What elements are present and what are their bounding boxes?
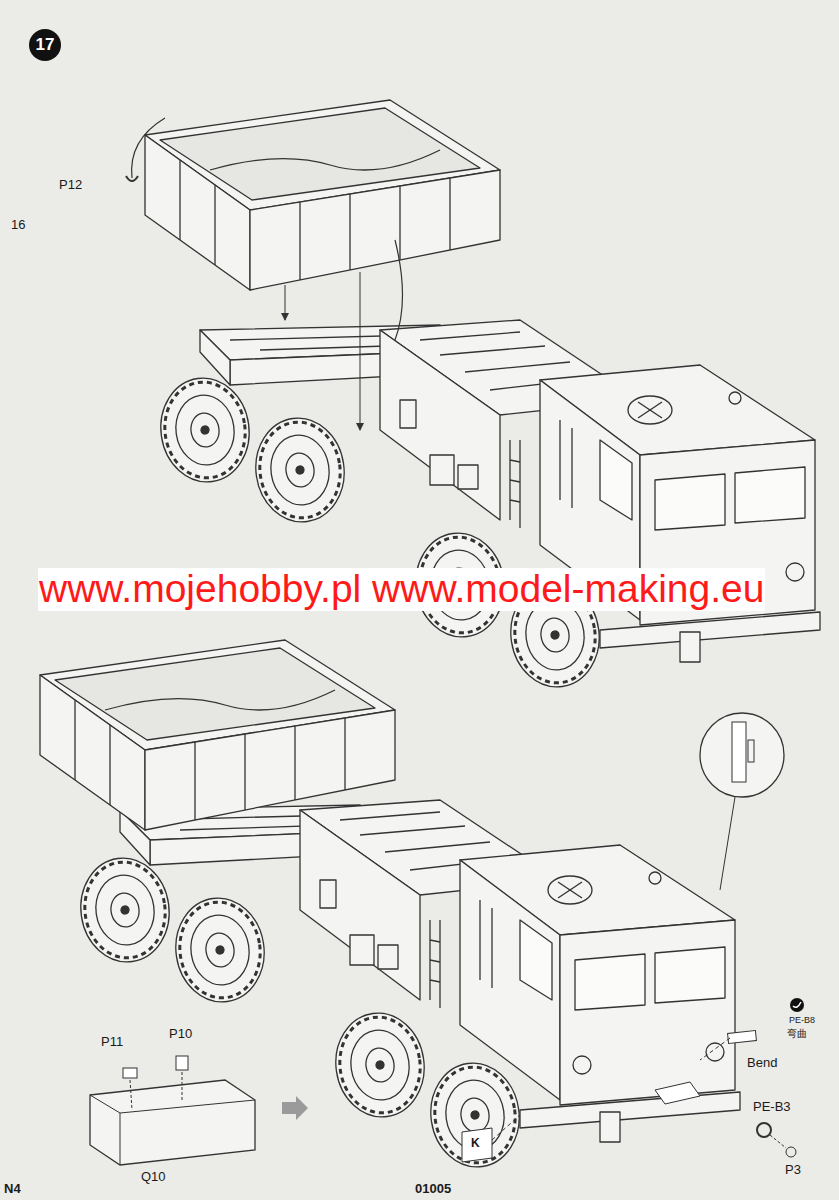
illustration-path xyxy=(395,240,403,340)
illustration-use xyxy=(40,640,395,830)
illustration-rect xyxy=(748,740,754,762)
part-number: PE-B3 xyxy=(752,1100,792,1114)
illustration-path xyxy=(126,176,138,181)
illustration-line xyxy=(492,1115,520,1140)
part-number: Q10 xyxy=(140,1170,167,1184)
part-number: P11 xyxy=(100,1035,124,1049)
page-number: 01005 xyxy=(414,1182,452,1196)
illustration-line xyxy=(120,1113,121,1165)
illustration-circle xyxy=(700,713,784,797)
kit-number: N4 xyxy=(3,1182,22,1196)
illustration-rect xyxy=(123,1068,137,1078)
illustration-polyline xyxy=(90,1095,255,1113)
illustration-circle xyxy=(786,1147,796,1157)
illustration-line xyxy=(720,797,735,890)
plate-letter: K xyxy=(470,1137,481,1150)
step-number: 17 xyxy=(36,35,55,55)
bend-note: PE-B8 xyxy=(788,1016,816,1026)
illustration-rect xyxy=(728,1031,757,1044)
illustration-use xyxy=(74,800,740,1173)
illustration-circle xyxy=(790,998,804,1012)
part-number: P12 xyxy=(58,178,83,192)
illustration-use xyxy=(145,100,500,290)
part-number: P3 xyxy=(784,1163,802,1177)
illustration-rect xyxy=(732,722,746,782)
illustration-line xyxy=(770,1135,786,1148)
illustration-path xyxy=(132,118,165,178)
part-number: 16 xyxy=(10,218,26,232)
lower-view xyxy=(40,640,804,1173)
illustration-use xyxy=(154,320,820,693)
part-number: Bend xyxy=(746,1056,778,1070)
part-number: P10 xyxy=(168,1027,193,1041)
watermark: www.mojehobby.pl www.model-making.eu xyxy=(38,568,765,611)
illustration-polygon xyxy=(282,1096,308,1120)
illustration-polygon xyxy=(462,1128,492,1162)
illustration-line xyxy=(360,272,361,430)
illustration-rect xyxy=(176,1056,188,1070)
bend-note: 弯曲 xyxy=(786,1028,808,1039)
illustration-line xyxy=(182,1072,183,1100)
illustration-path xyxy=(793,1002,801,1007)
illustration-line xyxy=(700,1038,730,1060)
illustration-line xyxy=(130,1080,132,1110)
step-number-circle: 17 xyxy=(29,29,61,61)
illustration-circle xyxy=(757,1123,771,1137)
illustration-polygon xyxy=(655,1082,700,1104)
illustration-line xyxy=(285,285,286,320)
illustration-polygon xyxy=(90,1080,255,1165)
